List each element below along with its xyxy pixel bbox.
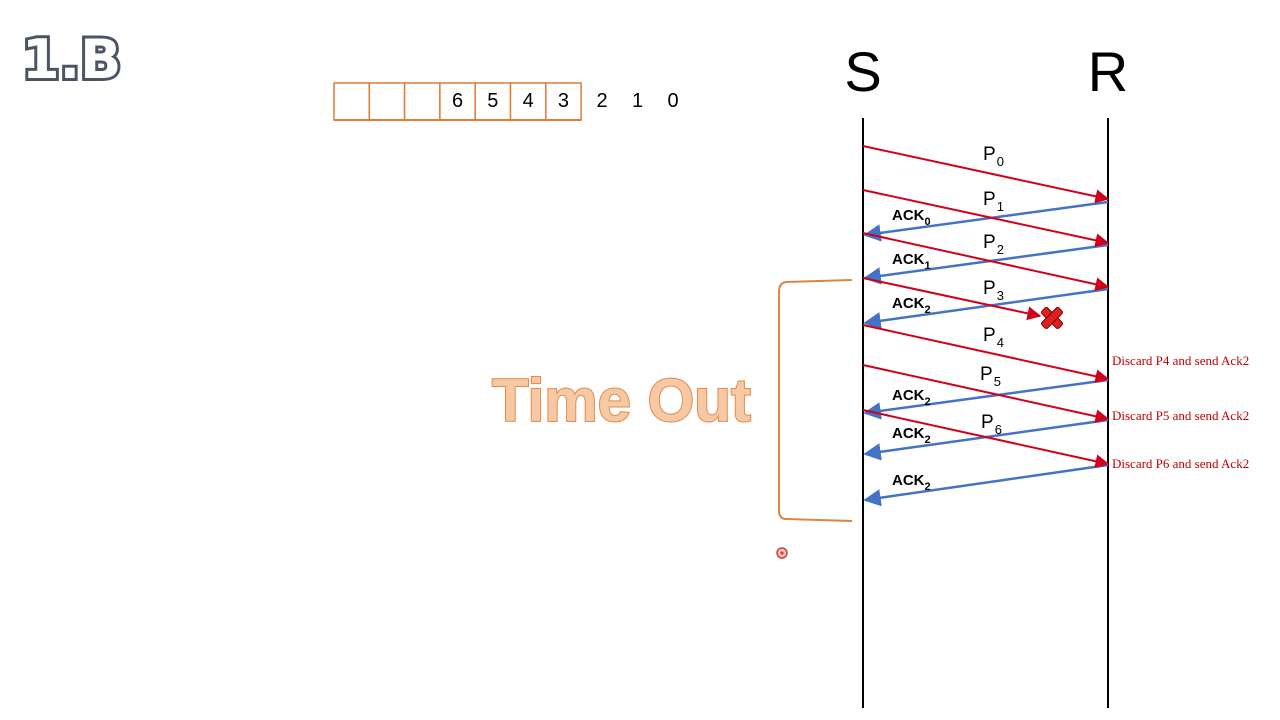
discard-note: Discard P5 and send Ack2 [1112, 408, 1249, 423]
ack-label: ACK1 [892, 251, 931, 272]
ack-arrow [863, 378, 1109, 420]
packet-label: P3 [983, 278, 1004, 303]
outside-sequence-number: 1 [632, 90, 643, 112]
laser-pointer-icon [776, 547, 788, 559]
sender-label: S [844, 40, 881, 103]
packet-arrow [862, 232, 1110, 292]
packet-arrow [862, 364, 1110, 424]
ack-label: ACK2 [892, 472, 931, 493]
ack-label: ACK0 [892, 207, 931, 228]
receiver-label: R [1088, 40, 1128, 103]
discard-note: Discard P4 and send Ack2 [1112, 353, 1249, 368]
slide-title: 1.B [22, 28, 121, 91]
ack-arrow [863, 243, 1109, 285]
packet-arrow [862, 324, 1110, 384]
packet-label: P4 [983, 325, 1004, 350]
ack-arrow [863, 463, 1109, 507]
window-cell-number: 4 [523, 90, 534, 112]
timeout-brace [778, 279, 853, 522]
window-cell [368, 82, 406, 121]
window-outside-numbers: 2 1 0 [596, 90, 678, 112]
packet-label: P0 [983, 144, 1004, 169]
lost-packet-arrow [862, 277, 1042, 321]
packet-label: P1 [983, 189, 1004, 214]
window-cell [403, 82, 441, 121]
packet-label: P5 [980, 364, 1001, 389]
window-cell-number: 6 [452, 90, 463, 112]
window-cells: 6 5 4 3 [333, 82, 582, 121]
packet-arrow [862, 189, 1110, 248]
window-buffer: 6 5 4 3 2 1 0 [333, 82, 679, 121]
ack-label: ACK2 [892, 425, 931, 446]
packet-label: P2 [983, 232, 1004, 257]
ack-label: ACK2 [892, 295, 931, 316]
window-cell [333, 82, 371, 121]
window-cell [545, 82, 582, 121]
ack-arrow [863, 287, 1109, 330]
window-cell-number: 5 [487, 90, 498, 112]
data-arrows [862, 145, 1110, 469]
timeout-label: Time Out [492, 367, 751, 434]
discard-note: Discard P6 and send Ack2 [1112, 456, 1249, 471]
packet-arrow [862, 145, 1110, 204]
packet-label: P6 [981, 412, 1002, 437]
window-cell-number: 3 [558, 90, 569, 112]
x-mark-icon [1041, 307, 1063, 329]
ack-arrow [863, 200, 1109, 242]
packet-arrow [862, 409, 1110, 469]
outside-sequence-number: 0 [667, 90, 678, 112]
outside-sequence-number: 2 [596, 90, 607, 112]
ack-label: ACK2 [892, 387, 931, 408]
